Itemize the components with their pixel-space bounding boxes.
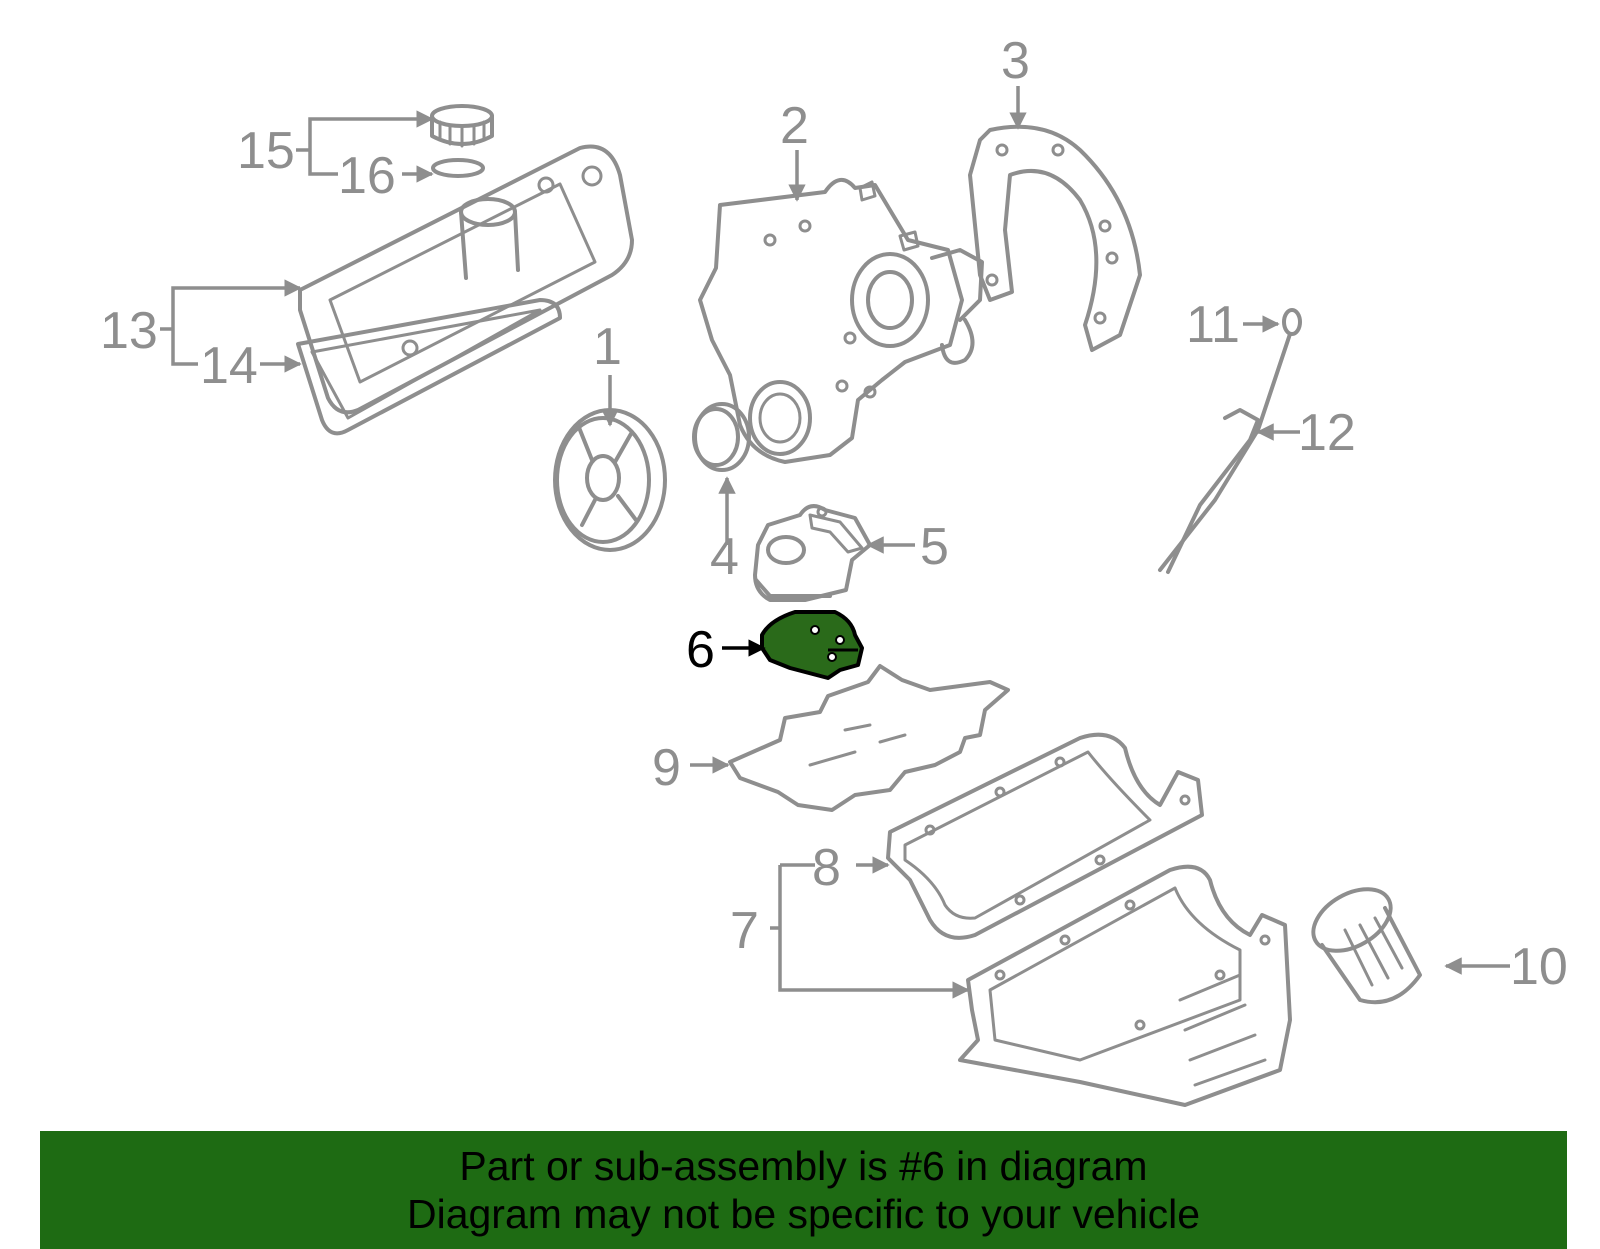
callout-14: 14	[200, 337, 258, 395]
callout-12: 12	[1298, 404, 1356, 462]
callout-4: 4	[710, 528, 739, 586]
valve-cover-part	[298, 144, 634, 415]
front-cover-gasket-part	[968, 124, 1142, 352]
oil-filter-part	[1311, 887, 1422, 1005]
banner-line-2: Diagram may not be specific to your vehi…	[406, 1191, 1200, 1237]
cap-seal-part	[431, 158, 485, 178]
oil-pump-part	[753, 504, 872, 602]
oil-pan-gasket-part	[886, 732, 1204, 940]
crankshaft-balancer-part	[553, 408, 667, 552]
engine-front-cover-part	[698, 178, 984, 464]
dipstick-tube-part	[1166, 408, 1260, 574]
callout-16: 16	[338, 147, 396, 205]
callout-2: 2	[780, 97, 809, 155]
front-cover-seal-part	[692, 402, 751, 472]
oil-filler-cap-part	[430, 104, 494, 148]
callout-13: 13	[100, 302, 158, 360]
valve-cover-gasket-part	[296, 298, 562, 436]
callout-9: 9	[652, 739, 681, 797]
callout-11: 11	[1186, 296, 1240, 354]
info-banner: Part or sub-assembly is #6 in diagram Di…	[40, 1131, 1567, 1249]
callout-7: 7	[730, 902, 759, 960]
banner-line-1: Part or sub-assembly is #6 in diagram	[459, 1143, 1148, 1189]
callout-10: 10	[1510, 938, 1568, 996]
callout-5: 5	[920, 518, 949, 576]
callout-8: 8	[812, 839, 841, 897]
highlighted-part-6	[760, 610, 864, 680]
parts-diagram: 1 2 3 4 5 6 7 8 9 10 11 12 13 14 15 16	[100, 32, 1568, 1107]
oil-pan-part	[958, 864, 1292, 1107]
callout-3: 3	[1001, 32, 1030, 90]
callout-leaders	[160, 86, 1510, 999]
callout-6: 6	[686, 621, 715, 679]
windage-tray-part	[728, 664, 1010, 812]
callout-15: 15	[237, 122, 295, 180]
callout-1: 1	[593, 318, 622, 376]
